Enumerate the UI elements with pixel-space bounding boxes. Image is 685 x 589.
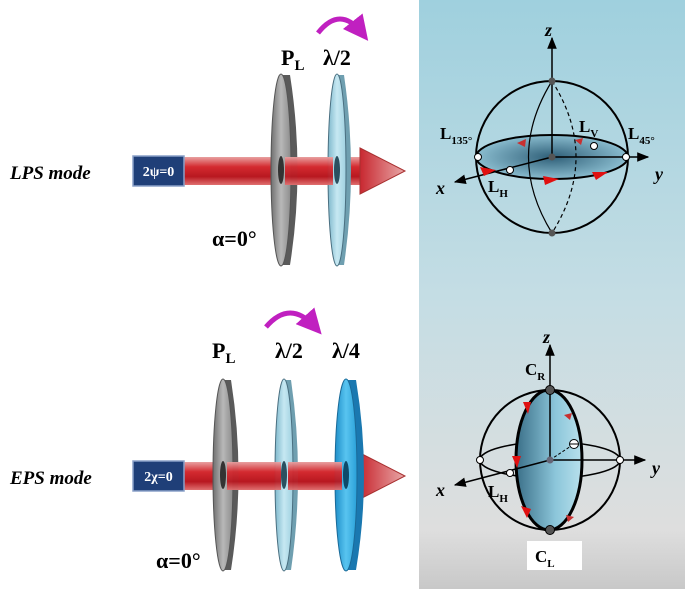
eps-CL-label: CL [535, 547, 555, 570]
eps-quarterwave-label: λ/4 [332, 338, 360, 363]
lps-x-axis-label: x [435, 178, 445, 198]
lps-angle-label: α=0° [212, 226, 257, 251]
lps-halfwave-plate [327, 73, 351, 267]
lps-beam-arrowhead [359, 147, 407, 195]
eps-beam-through-2 [288, 462, 342, 490]
eps-quarterwave-plate [334, 378, 364, 572]
lps-source-label: 2ψ=0 [143, 165, 175, 180]
lps-L135-label: L135° [440, 124, 472, 147]
eps-z-axis-label: z [542, 327, 550, 347]
eps-CL-label-box [527, 541, 582, 570]
lps-polarizer-label: PL [281, 45, 304, 74]
eps-source-box [132, 460, 185, 492]
eps-poincare-sphere: z y x CR LH CL [435, 327, 661, 570]
eps-y-axis-label: y [650, 458, 661, 478]
eps-mode-label: EPS mode [9, 468, 92, 489]
lps-y-axis-label: y [653, 164, 664, 184]
lps-source-box [132, 155, 185, 187]
lps-halfwave-label: λ/2 [323, 45, 351, 70]
eps-rotation-arrow [264, 307, 322, 335]
eps-setup: EPS mode 2χ=0 PL λ/2 λ/4 α=0° [9, 307, 407, 573]
lps-mode-label: LPS mode [9, 163, 91, 184]
eps-LH-label: LH [488, 482, 508, 505]
lps-z-axis-label: z [544, 20, 552, 40]
lps-setup: LPS mode 2ψ=0 PL λ/2 α=0° [9, 13, 407, 267]
eps-halfwave-label: λ/2 [275, 338, 303, 363]
eps-CR-label: CR [525, 360, 546, 383]
lps-LV-label: LV [579, 117, 598, 140]
eps-polarizer-label: PL [212, 338, 235, 367]
lps-beam-through [285, 157, 333, 185]
lps-poincare-sphere: z y x L135° L45° LV LH [435, 20, 664, 237]
eps-angle-label: α=0° [156, 548, 201, 573]
eps-beam-through [227, 462, 281, 490]
lps-L45-label: L45° [628, 124, 655, 147]
lps-LH-label: LH [488, 177, 508, 200]
eps-source-label: 2χ=0 [144, 470, 172, 485]
eps-x-axis-label: x [435, 480, 445, 500]
lps-rotation-arrow [316, 13, 369, 41]
eps-beam-arrowhead [359, 452, 407, 500]
